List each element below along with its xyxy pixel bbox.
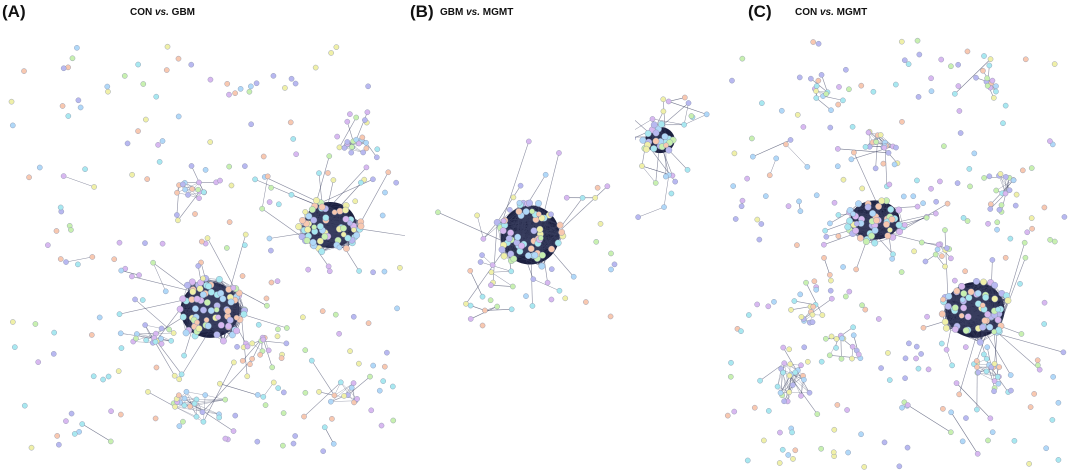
network-graph-c (635, 37, 1068, 470)
panel-a: (A) CON vs. GBM (0, 0, 405, 475)
panel-c: (C) CON vs. MGMT (635, 0, 1080, 475)
panel-title-b: GBM vs. MGMT (440, 7, 514, 18)
panel-title-c: CON vs. MGMT (795, 7, 868, 18)
network-graph-b (435, 138, 618, 329)
panel-title-a: CON vs. GBM (130, 7, 196, 18)
panel-label-b: (B) (410, 2, 434, 21)
network-graph-a (8, 43, 405, 454)
panel-label-c: (C) (748, 2, 772, 21)
panel-label-a: (A) (2, 2, 26, 21)
panel-b: (B) GBM vs. MGMT (405, 0, 635, 475)
